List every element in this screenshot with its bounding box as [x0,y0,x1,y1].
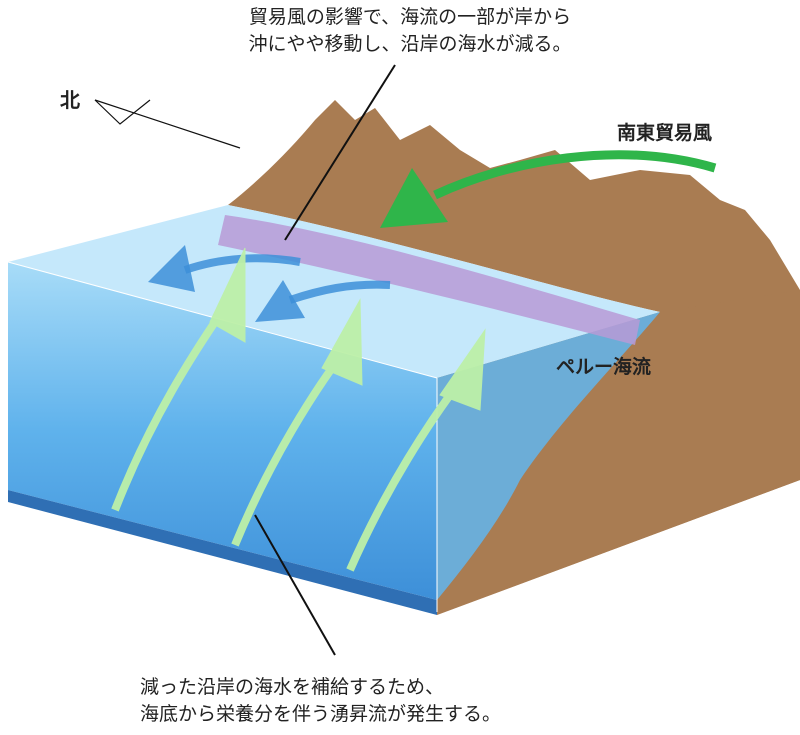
top-caption-line2: 沖にやや移動し、沿岸の海水が減る。 [248,33,572,55]
bottom-leader-line [254,514,336,656]
offshore-current-arrow [288,280,391,304]
peru-current-band [218,215,640,345]
bottom-caption-line2: 海底から栄養分を伴う湧昇流が発生する。 [140,703,502,725]
upwelling-arrows [111,247,486,572]
offshore-current-arrowhead [148,245,195,292]
top-caption: 貿易風の影響で、海流の一部が岸から沖にやや移動し、沿岸の海水が減る。 [190,4,630,58]
trade-wind-label: 南東貿易風 [617,122,713,144]
water-side-face [437,312,660,600]
top-leader-line [284,64,396,241]
north-arrow-icon [94,99,241,149]
peru-current-label: ペルー海流 [556,356,652,378]
trade-wind-arrowhead [380,168,448,228]
offshore-current-arrowhead [255,280,305,322]
sea-floor [8,490,437,615]
bottom-caption: 減った沿岸の海水を補給するため、海底から栄養分を伴う湧昇流が発生する。 [140,674,580,728]
trade-wind-arrow [433,150,717,200]
bottom-caption-line1: 減った沿岸の海水を補給するため、 [140,676,445,698]
top-caption-line1: 貿易風の影響で、海流の一部が岸から [248,6,572,28]
water-front-face [8,262,437,600]
north-label: 北 [60,88,80,112]
